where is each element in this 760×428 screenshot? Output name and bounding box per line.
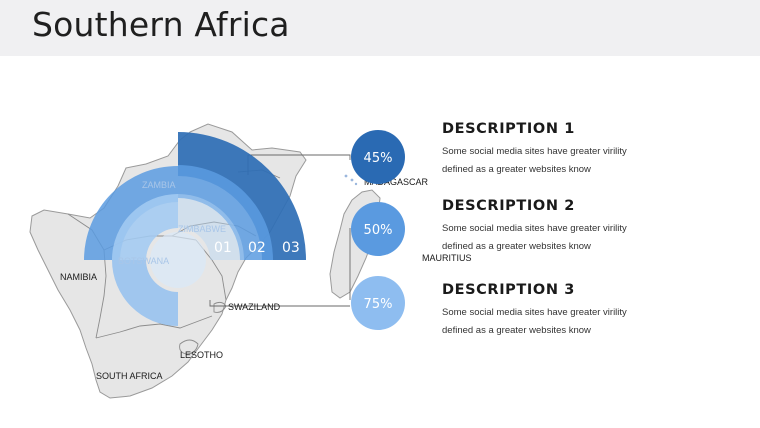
percent-circle-1 — [351, 130, 405, 184]
percent-circle-1-value: 45% — [364, 151, 393, 166]
arc-number-01: 01 — [214, 240, 232, 256]
label-botswana: BOTSWANA — [118, 256, 169, 266]
percent-circle-2-value: 50% — [364, 223, 393, 238]
arc-number-02: 02 — [248, 240, 266, 256]
island-dot — [354, 182, 358, 186]
percent-circle-3-value: 75% — [364, 297, 393, 312]
arc-number-03: 03 — [282, 240, 300, 256]
label-zimbabwe: ZIMBABWE — [178, 224, 226, 234]
arc-ring-pale — [112, 194, 244, 260]
description-1-heading: DESCRIPTION 1 — [442, 121, 575, 137]
description-2-body: Some social media sites have greater vir… — [442, 223, 627, 252]
title-bar: Southern Africa — [0, 0, 760, 56]
description-block-2: DESCRIPTION 2 Some social media sites ha… — [442, 198, 742, 256]
percent-circle-3 — [351, 276, 405, 330]
arc-center — [150, 232, 206, 288]
label-madagascar: MADAGASCAR — [364, 177, 429, 187]
description-3-heading: DESCRIPTION 3 — [442, 282, 575, 298]
description-block-1: DESCRIPTION 1 Some social media sites ha… — [442, 121, 742, 179]
description-2-heading: DESCRIPTION 2 — [442, 198, 575, 214]
arc-ring-01 — [84, 166, 178, 260]
label-mauritius: MAURITIUS — [422, 253, 472, 263]
label-namibia: NAMIBIA — [60, 272, 97, 282]
percent-circle-2 — [351, 202, 405, 256]
label-zambia: ZAMBIA — [142, 180, 176, 190]
slide-title: Southern Africa — [32, 5, 290, 44]
island-dot — [350, 178, 354, 182]
island-dot — [344, 174, 348, 178]
label-lesotho: LESOTHO — [180, 350, 223, 360]
label-south-africa: SOUTH AFRICA — [96, 371, 163, 381]
description-3-body: Some social media sites have greater vir… — [442, 307, 627, 336]
label-swaziland: SWAZILAND — [228, 302, 281, 312]
arc-ring-inner — [112, 194, 178, 326]
description-1-body: Some social media sites have greater vir… — [442, 146, 627, 175]
arc-ring-02 — [178, 165, 273, 260]
description-block-3: DESCRIPTION 3 Some social media sites ha… — [442, 282, 742, 340]
